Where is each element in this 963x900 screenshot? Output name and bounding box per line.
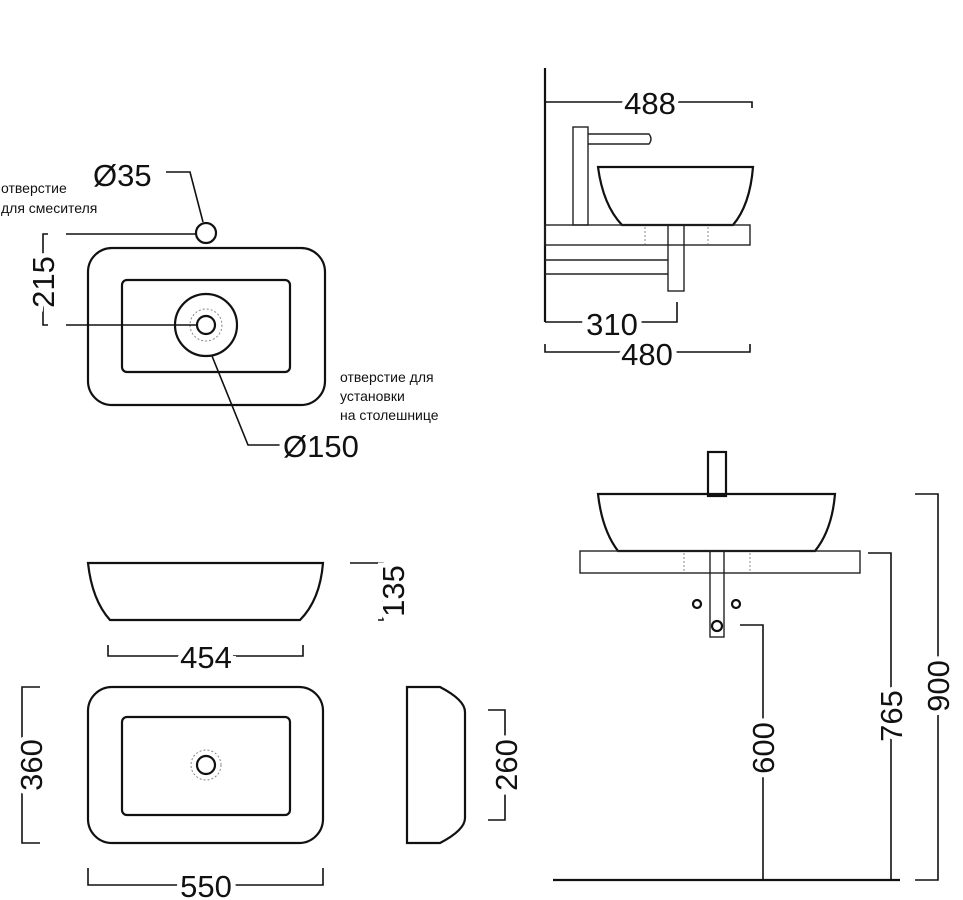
- bottom-width-dimension: 454: [180, 640, 232, 675]
- countertop-side: [544, 224, 751, 246]
- end-depth-dimension: 260: [489, 739, 524, 791]
- mount-bolt-icon: [730, 598, 742, 610]
- faucet-hole: [194, 221, 218, 245]
- basin-bowl: [120, 278, 292, 374]
- counter-depth-dimension: 480: [621, 337, 673, 372]
- drain-hole: [195, 314, 217, 336]
- basin-side: [596, 165, 755, 227]
- bottom-plan: 360 550 260: [9, 685, 529, 900]
- basin-outline: [86, 246, 327, 407]
- drain-height-dimension: 600: [746, 722, 781, 774]
- plan-view: Ø35 отверстие для смесителя 215 Ø150 отв…: [1, 153, 439, 469]
- drain-hole-2: [195, 754, 217, 776]
- mount-hole-note-3: на столешнице: [340, 407, 439, 423]
- drain-outlet: [710, 619, 724, 633]
- drain-pipe-side: [667, 224, 685, 292]
- counter-height-dimension: 765: [874, 690, 909, 742]
- basin-front-outline: [86, 561, 325, 622]
- basin-bowl-2: [120, 715, 292, 817]
- overall-depth-dimension: 488: [624, 86, 676, 121]
- width-dimension: 550: [180, 869, 232, 900]
- faucet-side: [572, 126, 589, 226]
- faucet-hole-note-1: отверстие: [1, 180, 67, 196]
- basin-front: [596, 492, 837, 553]
- end-view-outline: [405, 685, 467, 845]
- total-height-dimension: 900: [921, 660, 956, 712]
- drain-pipe-front: [709, 550, 725, 638]
- basin-height-dimension: 135: [376, 565, 411, 617]
- mount-hole-note-2: установки: [340, 388, 405, 404]
- basin-outline-2: [86, 685, 325, 845]
- mount-bolt-icon: [691, 598, 703, 610]
- mount-hole-note-1: отверстие для: [340, 369, 434, 385]
- faucet-hole-diameter: Ø35: [93, 158, 152, 193]
- drain-offset-dimension: 310: [586, 307, 638, 342]
- faucet-offset-dimension: 215: [26, 256, 61, 308]
- depth-dimension: 360: [14, 739, 49, 791]
- front-view: 135 454: [86, 560, 416, 680]
- mount-hole-diameter: Ø150: [283, 429, 359, 464]
- faucet-front: [706, 450, 728, 498]
- faucet-hole-note-2: для смесителя: [1, 200, 97, 216]
- side-install-view: 488 310 480: [543, 68, 755, 377]
- front-install-view: 600 765 900: [553, 450, 961, 882]
- countertop-front: [579, 550, 861, 574]
